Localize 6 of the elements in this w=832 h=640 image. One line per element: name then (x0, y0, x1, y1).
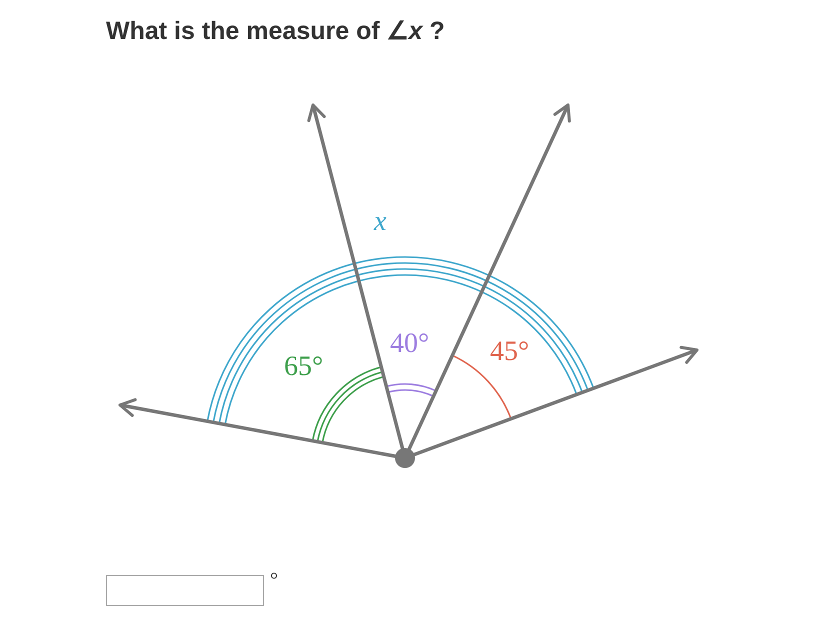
angle-measure-label: 65° (284, 353, 324, 381)
angle-measure-label: 45° (490, 338, 530, 366)
angle-measure-label: 40° (390, 330, 430, 358)
degree-unit-label: ° (270, 570, 278, 590)
question-title: What is the measure of ∠x ? (106, 16, 445, 46)
angle-variable-label: x (374, 208, 386, 236)
